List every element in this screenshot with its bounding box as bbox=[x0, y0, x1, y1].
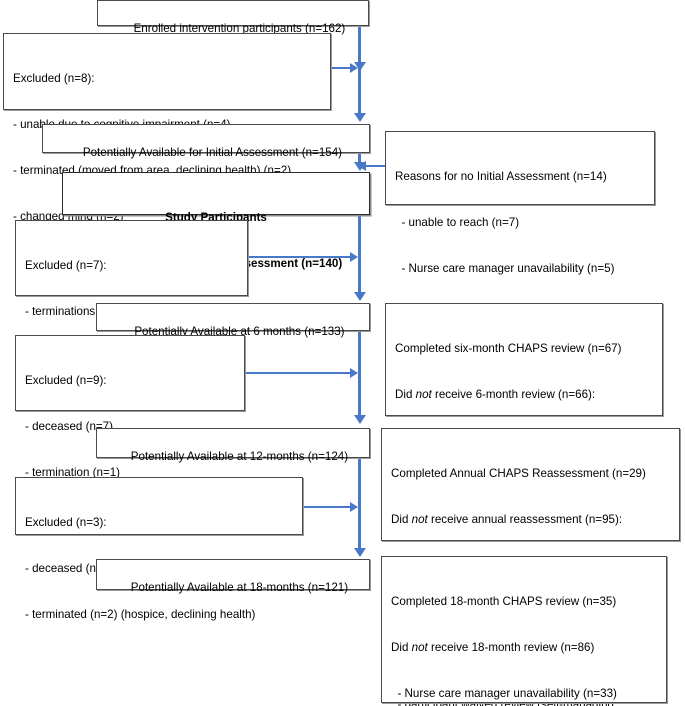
node-available-12mo[interactable]: Potentially Available at 12-months (n=12… bbox=[96, 428, 370, 463]
node-available-6mo[interactable]: Potentially Available at 6 months (n=133… bbox=[96, 303, 370, 338]
eighteen-month-item: - Nurse care manager unavailability (n=3… bbox=[391, 687, 617, 701]
node-excluded-3[interactable]: Excluded (n=9): - deceased (n=7) - termi… bbox=[15, 335, 245, 525]
node-available-12mo-label: Potentially Available at 12-months (n=12… bbox=[130, 450, 349, 464]
connector-reasons-to-spine bbox=[366, 165, 388, 167]
six-month-line2: Did not receive 6-month review (n=66): bbox=[395, 387, 653, 402]
node-reasons-no-initial[interactable]: Reasons for no Initial Assessment (n=14)… bbox=[385, 131, 655, 321]
node-available-18mo[interactable]: Potentially Available at 18-months (n=12… bbox=[96, 559, 370, 594]
six-month-line2-italic: not bbox=[415, 388, 432, 402]
connector-excluded4-to-spine bbox=[303, 506, 356, 508]
node-annual-reassessment[interactable]: Completed Annual CHAPS Reassessment (n=2… bbox=[381, 428, 680, 706]
node-available-18mo-label: Potentially Available at 18-months (n=12… bbox=[130, 581, 349, 595]
annual-line2-italic: not bbox=[411, 513, 428, 527]
node-available-initial-label: Potentially Available for Initial Assess… bbox=[82, 146, 343, 160]
reasons-no-initial-item: - Nurse care manager unavailability (n=5… bbox=[395, 262, 615, 276]
arrow-to-18mo bbox=[353, 548, 366, 557]
excluded-4-item: - terminated (n=2) (hospice, declining h… bbox=[25, 608, 256, 622]
excluded-1-heading: Excluded (n=8): bbox=[13, 71, 95, 85]
connector-12mo-to-18mo bbox=[358, 458, 361, 554]
arrow-excluded3 bbox=[350, 368, 358, 378]
connector-6mo-to-12mo bbox=[358, 330, 361, 418]
six-month-line2-a: Did bbox=[395, 388, 416, 402]
excluded-2-heading: Excluded (n=7): bbox=[25, 258, 107, 272]
excluded-3-heading: Excluded (n=9): bbox=[25, 373, 107, 387]
connector-available-to-study bbox=[358, 152, 361, 168]
annual-line1: Completed Annual CHAPS Reassessment (n=2… bbox=[391, 466, 646, 480]
annual-line2-a: Did bbox=[391, 513, 412, 527]
node-six-month-review[interactable]: Completed six-month CHAPS review (n=67) … bbox=[385, 303, 663, 632]
arrow-excluded4 bbox=[350, 502, 358, 512]
six-month-line2-b: receive 6-month review (n=66): bbox=[431, 388, 596, 402]
arrow-reasons-no-initial bbox=[358, 161, 366, 171]
arrow-to-6mo bbox=[353, 292, 366, 301]
arrow-to-12mo bbox=[353, 415, 366, 424]
annual-line2-b: receive annual reassessment (n=95): bbox=[427, 513, 623, 527]
node-enrolled[interactable]: Enrolled intervention participants (n=16… bbox=[97, 0, 369, 35]
connector-spine-1 bbox=[358, 68, 361, 116]
arrow-to-available-initial bbox=[353, 113, 366, 122]
arrow-excluded2 bbox=[350, 252, 358, 262]
annual-line2: Did not receive annual reassessment (n=9… bbox=[391, 512, 670, 527]
connector-excluded3-to-spine bbox=[245, 372, 356, 374]
excluded-4-heading: Excluded (n=3): bbox=[25, 515, 107, 529]
excluded-3-item: - termination (n=1) bbox=[25, 466, 121, 480]
arrow-excluded1 bbox=[350, 63, 358, 73]
six-month-line1: Completed six-month CHAPS review (n=67) bbox=[395, 341, 622, 355]
eighteen-month-line2-b: receive 18-month review (n=86) bbox=[427, 641, 595, 655]
eighteen-month-line2-italic: not bbox=[411, 641, 428, 655]
reasons-no-initial-item: - unable to reach (n=7) bbox=[395, 216, 520, 230]
node-eighteen-month-review[interactable]: Completed 18-month CHAPS review (n=35) D… bbox=[381, 556, 667, 703]
eighteen-month-line2: Did not receive 18-month review (n=86) bbox=[391, 640, 657, 655]
node-enrolled-label: Enrolled intervention participants (n=16… bbox=[133, 22, 346, 36]
connector-study-to-6mo bbox=[358, 214, 361, 296]
node-available-initial[interactable]: Potentially Available for Initial Assess… bbox=[42, 124, 370, 159]
node-study-participants[interactable]: Study Participants Completed CHAPS Initi… bbox=[62, 172, 370, 270]
node-excluded-2[interactable]: Excluded (n=7): - terminations (n=3) - d… bbox=[15, 220, 248, 410]
node-excluded-1[interactable]: Excluded (n=8): - unable due to cognitiv… bbox=[3, 33, 331, 223]
connector-excluded1-to-spine bbox=[330, 67, 356, 69]
node-excluded-4[interactable]: Excluded (n=3): - deceased (n=1) - termi… bbox=[15, 477, 303, 621]
eighteen-month-line2-a: Did bbox=[391, 641, 412, 655]
connector-excluded2-to-spine bbox=[248, 256, 356, 258]
reasons-no-initial-heading: Reasons for no Initial Assessment (n=14) bbox=[395, 169, 607, 183]
eighteen-month-line1: Completed 18-month CHAPS review (n=35) bbox=[391, 594, 617, 608]
connector-enrolled-to-available bbox=[358, 25, 361, 73]
arrow-enrolled-down-mid bbox=[353, 62, 366, 71]
